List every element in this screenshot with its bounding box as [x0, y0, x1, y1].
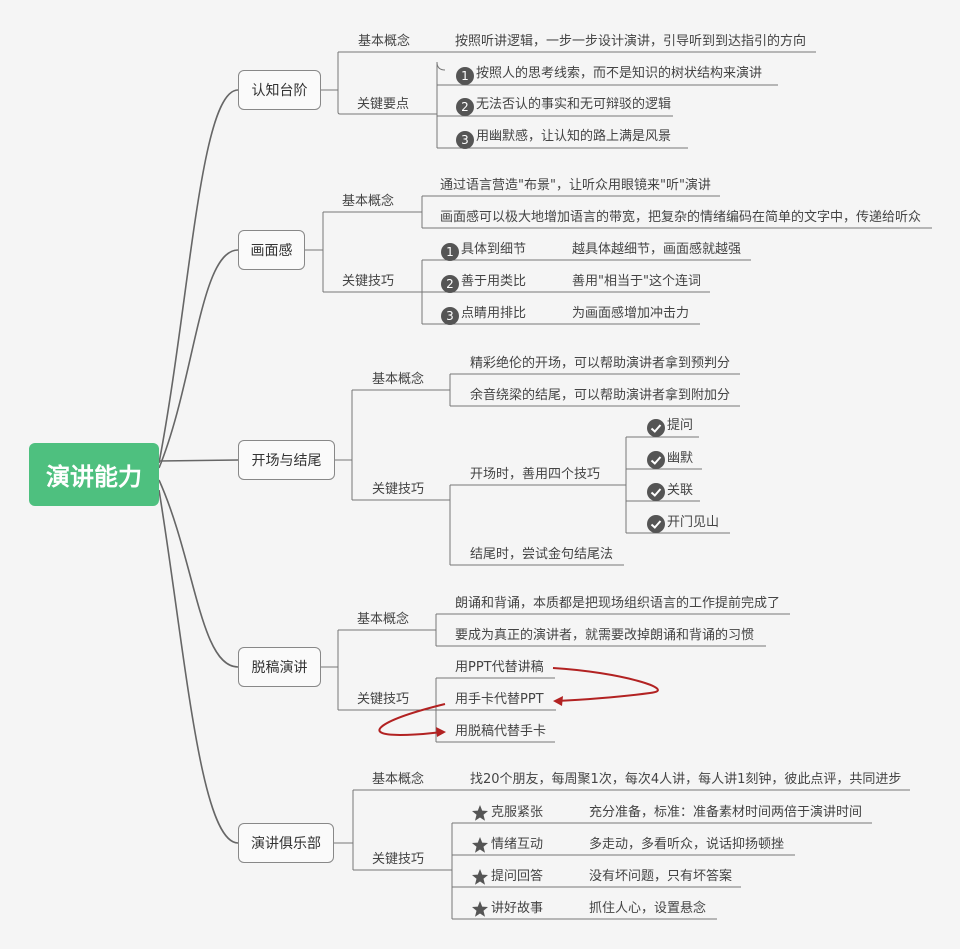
t2-skill-1-desc: 越具体越细节，画面感就越强 — [572, 242, 742, 257]
number-1-icon: 1 — [456, 67, 474, 85]
t1-point-1: 按照人的思考线索，而不是知识的树状结构来演讲 — [476, 66, 763, 81]
checkmark-icon — [647, 451, 665, 469]
t5-basic-label: 基本概念 — [372, 772, 425, 787]
t2-basic-text-1: 通过语言营造"布景"，让听众用眼镜来"听"演讲 — [440, 178, 711, 193]
t1-point-3: 用幽默感，让认知的路上满是风景 — [476, 129, 672, 144]
number-2-icon: 2 — [441, 275, 459, 293]
t3-basic-text-2: 余音绕梁的结尾，可以帮助演讲者拿到附加分 — [470, 388, 731, 403]
t3-opening-item-2: 幽默 — [667, 451, 694, 466]
t2-basic-label: 基本概念 — [342, 194, 395, 209]
t4-skills-label: 关键技巧 — [357, 692, 410, 707]
topic-speech-club[interactable]: 演讲俱乐部 — [238, 823, 334, 863]
number-2-icon: 2 — [456, 98, 474, 116]
checkmark-icon — [647, 419, 665, 437]
t2-skill-3: 点睛用排比 — [461, 306, 527, 321]
star-icon — [472, 837, 488, 853]
t3-opening-item-3: 关联 — [667, 483, 694, 498]
t1-point-2: 无法否认的事实和无可辩驳的逻辑 — [476, 97, 672, 112]
topic-cognitive-steps[interactable]: 认知台阶 — [238, 70, 321, 110]
t3-opening: 开场时，善用四个技巧 — [470, 467, 601, 482]
t2-skill-1: 具体到细节 — [461, 242, 527, 257]
number-1-icon: 1 — [441, 243, 459, 261]
star-icon — [472, 805, 488, 821]
t5-skill-2-desc: 多走动，多看听众，说话抑扬顿挫 — [589, 837, 785, 852]
star-icon — [472, 869, 488, 885]
t5-skill-1: 克服紧张 — [491, 805, 544, 820]
topic-imagery[interactable]: 画面感 — [238, 230, 305, 270]
t5-skill-4: 讲好故事 — [491, 901, 544, 916]
t5-basic-text: 找20个朋友，每周聚1次，每次4人讲，每人讲1刻钟，彼此点评，共同进步 — [470, 772, 902, 787]
t2-basic-text-2: 画面感可以极大地增加语言的带宽，把复杂的情绪编码在简单的文字中，传递给听众 — [440, 210, 922, 225]
t3-opening-item-4: 开门见山 — [667, 515, 720, 530]
t5-skill-3-desc: 没有坏问题，只有坏答案 — [589, 869, 733, 884]
t3-opening-item-1: 提问 — [667, 418, 694, 433]
root-node[interactable]: 演讲能力 — [29, 443, 159, 506]
t2-skill-3-desc: 为画面感增加冲击力 — [572, 306, 690, 321]
number-3-icon: 3 — [441, 307, 459, 325]
t5-skills-label: 关键技巧 — [372, 852, 425, 867]
t2-skill-2-desc: 善用"相当于"这个连词 — [572, 274, 701, 289]
t4-basic-label: 基本概念 — [357, 612, 410, 627]
t5-skill-2: 情绪互动 — [491, 837, 544, 852]
t4-basic-text-2: 要成为真正的演讲者，就需要改掉朗诵和背诵的习惯 — [455, 628, 755, 643]
t1-basic-text: 按照听讲逻辑，一步一步设计演讲，引导听到到达指引的方向 — [455, 34, 807, 49]
t4-skill-1: 用PPT代替讲稿 — [455, 660, 544, 675]
t3-ending: 结尾时，尝试金句结尾法 — [470, 547, 614, 562]
topic-opening-ending[interactable]: 开场与结尾 — [238, 440, 335, 480]
checkmark-icon — [647, 483, 665, 501]
star-icon — [472, 901, 488, 917]
t3-basic-text-1: 精彩绝伦的开场，可以帮助演讲者拿到预判分 — [470, 356, 731, 371]
t2-skills-label: 关键技巧 — [342, 274, 395, 289]
topic-off-script[interactable]: 脱稿演讲 — [238, 647, 321, 687]
number-3-icon: 3 — [456, 131, 474, 149]
t1-basic-label: 基本概念 — [358, 34, 411, 49]
t2-skill-2: 善于用类比 — [461, 274, 527, 289]
t4-basic-text-1: 朗诵和背诵，本质都是把现场组织语言的工作提前完成了 — [455, 596, 781, 611]
checkmark-icon — [647, 515, 665, 533]
t4-skill-2: 用手卡代替PPT — [455, 692, 544, 707]
t3-skills-label: 关键技巧 — [372, 482, 425, 497]
t5-skill-1-desc: 充分准备，标准：准备素材时间两倍于演讲时间 — [589, 805, 863, 820]
t5-skill-3: 提问回答 — [491, 869, 544, 884]
t5-skill-4-desc: 抓住人心，设置悬念 — [589, 901, 707, 916]
t3-basic-label: 基本概念 — [372, 372, 425, 387]
t4-skill-3: 用脱稿代替手卡 — [455, 724, 547, 739]
t1-keypoints-label: 关键要点 — [357, 97, 410, 112]
